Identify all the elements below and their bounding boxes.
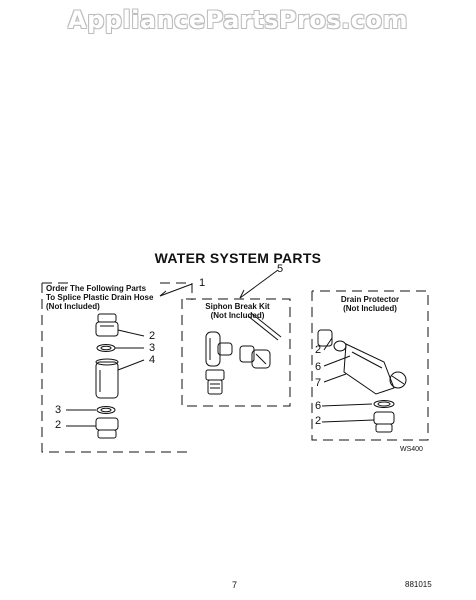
callout-right-2-bottom: 2 <box>314 415 322 427</box>
callout-left-4: 4 <box>148 354 156 366</box>
watermark: AppliancePartsPros.com <box>68 6 408 34</box>
callout-left-2-top: 2 <box>148 330 156 342</box>
callout-right-6-bottom: 6 <box>314 400 322 412</box>
siphon-fitting <box>205 369 225 395</box>
siphon-tube <box>247 312 282 341</box>
left-part-3-bottom <box>96 406 116 414</box>
document-number: 881015 <box>405 580 432 589</box>
left-box-line-3: (Not Included) <box>46 302 100 311</box>
right-part-2-bottom <box>373 411 395 433</box>
siphon-valve <box>239 345 271 369</box>
right-box-line-1: Drain Protector <box>340 295 400 304</box>
siphon-tee <box>205 331 233 367</box>
callout-left-2-bottom: 2 <box>54 419 62 431</box>
diagram-title: WATER SYSTEM PARTS <box>154 250 322 266</box>
left-box-line-1: Order The Following Parts <box>46 284 147 293</box>
right-box-label: Drain Protector (Not Included) <box>322 295 418 313</box>
drain-protector-body <box>343 343 407 395</box>
middle-box-line-2: (Not Included) <box>210 311 265 320</box>
callout-left-3-bottom: 3 <box>54 404 62 416</box>
left-part-4 <box>95 358 119 399</box>
page-number: 7 <box>232 580 238 590</box>
leader-5-arrow <box>239 289 245 299</box>
leader-1-arrow <box>159 290 167 297</box>
left-part-2-bottom <box>95 417 119 439</box>
callout-left-3-top: 3 <box>148 342 156 354</box>
left-box-line-2: To Splice Plastic Drain Hose <box>46 293 154 302</box>
callout-right-6-top: 6 <box>314 361 322 373</box>
callout-right-2-top: 2 <box>314 344 322 356</box>
middle-box-line-1: Siphon Break Kit <box>205 302 270 311</box>
callout-right-7: 7 <box>314 377 322 389</box>
right-part-6-ring <box>373 400 395 408</box>
left-part-2-top <box>95 313 119 337</box>
right-box-frame <box>311 290 429 441</box>
right-box-line-2: (Not Included) <box>343 304 397 313</box>
left-box-label: Order The Following Parts To Splice Plas… <box>46 284 153 311</box>
left-part-3-top <box>96 344 116 352</box>
callout-5: 5 <box>276 263 284 275</box>
middle-box-frame <box>181 298 291 407</box>
callout-1: 1 <box>198 277 206 289</box>
left-box-frame <box>41 282 193 453</box>
middle-box-label: Siphon Break Kit (Not Included) <box>190 302 285 320</box>
leader-1 <box>159 283 193 297</box>
leader-5 <box>239 269 279 299</box>
figure-code: WS400 <box>400 446 423 453</box>
